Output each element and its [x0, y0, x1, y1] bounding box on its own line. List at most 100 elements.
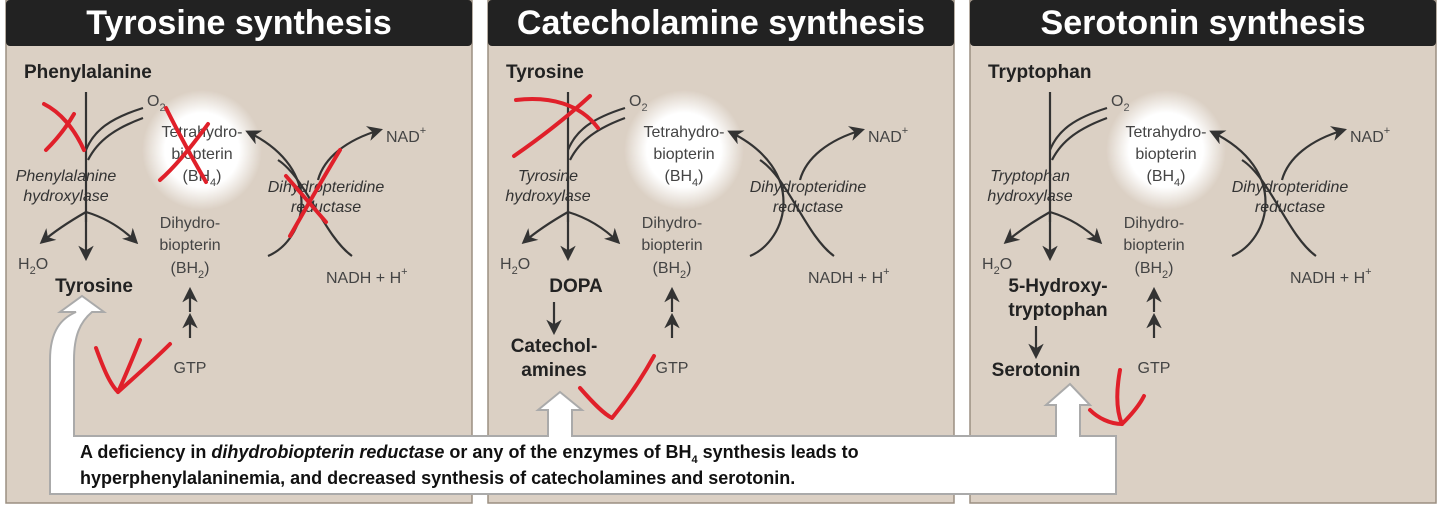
- bh2-arrow: [85, 210, 139, 245]
- bh4-subscript: 4: [692, 177, 698, 189]
- o2-curve-inner: [87, 116, 144, 161]
- enzyme-label-line2: hydroxylase: [23, 188, 108, 205]
- h2o-tail: O: [518, 256, 530, 273]
- nadh-label: NADH + H+: [1290, 266, 1372, 287]
- bh2-to-bh4-arrow: [727, 130, 785, 258]
- bh4-highlight: [1106, 90, 1226, 210]
- bh2-arrow: [1049, 210, 1103, 245]
- footnote-line1-b: or any of the enzymes of BH: [444, 442, 691, 462]
- downstream-label: Catechol-: [511, 336, 598, 357]
- footnote-line1-subscript: 4: [691, 454, 698, 466]
- bh4-close: ): [698, 168, 703, 185]
- nadh-superscript: +: [1365, 266, 1371, 278]
- bh2-close: ): [1168, 260, 1173, 277]
- h2o-arrow: [1003, 211, 1051, 245]
- red-cross-reductase-1a: [284, 174, 328, 224]
- bh4-line2: biopterin: [653, 146, 714, 163]
- enzyme-label-line1: Tyrosine: [518, 168, 578, 185]
- nadh-superscript: +: [401, 266, 407, 278]
- nad-superscript: +: [902, 125, 908, 137]
- bh2-arrow: [567, 210, 621, 245]
- h2o-tail: O: [36, 256, 48, 273]
- red-check-1b: [116, 342, 172, 394]
- callout-box: [49, 294, 1117, 495]
- red-check-2: [578, 354, 656, 420]
- red-cross-bh4-1a: [164, 106, 208, 184]
- h2o-arrow: [521, 211, 569, 245]
- panel-1: Tyrosine synthesisPhenylalanineO2Tetrahy…: [5, 0, 473, 504]
- substrate-label: Tryptophan: [988, 62, 1091, 83]
- nadh-label: NADH + H+: [808, 266, 890, 287]
- bh2-line1: Dihydro-: [160, 215, 220, 232]
- bh2-line1: Dihydro-: [1124, 215, 1184, 232]
- nad-superscript: +: [1384, 125, 1390, 137]
- h2o-subscript: 2: [30, 265, 36, 277]
- red-check-3b: [1088, 408, 1124, 426]
- panel-title-bar: [488, 0, 954, 46]
- h2o-subscript: 2: [994, 265, 1000, 277]
- panel-title-bar: [6, 0, 472, 46]
- substrate-label: Phenylalanine: [24, 62, 152, 83]
- o2-curve-inner: [569, 116, 626, 161]
- nadh-curve: [759, 159, 835, 257]
- downstream-label: Serotonin: [992, 360, 1081, 381]
- product-label: DOPA: [549, 276, 603, 297]
- footnote-line1: A deficiency in dihydrobiopterin reducta…: [80, 442, 859, 466]
- bh4-subscript: 4: [1174, 177, 1180, 189]
- o2-curve-outer: [566, 106, 626, 151]
- bh2-line2: biopterin: [159, 237, 220, 254]
- reductase-label-line1: Dihydropteridine: [750, 179, 867, 196]
- red-cross-enzyme-1a: [42, 102, 86, 152]
- footnote-line1-c: synthesis leads to: [698, 442, 859, 462]
- panel-title-bar: [970, 0, 1436, 46]
- product-label: tryptophan: [1008, 300, 1107, 321]
- substrate-label: Tyrosine: [506, 62, 584, 83]
- bh2-to-bh4-arrow: [245, 130, 303, 258]
- red-cross-bh4-1b: [158, 122, 210, 182]
- enzyme-label-line2: hydroxylase: [987, 188, 1072, 205]
- nadh-superscript: +: [883, 266, 889, 278]
- nad-superscript: +: [420, 125, 426, 137]
- nad-arrow: [798, 126, 865, 181]
- h2o-label: H2O: [982, 256, 1012, 277]
- o2-curve-outer: [84, 106, 144, 151]
- reductase-label-line1: Dihydropteridine: [268, 179, 385, 196]
- bh2-close: ): [686, 260, 691, 277]
- bh4-line1: Tetrahydro-: [1126, 124, 1207, 141]
- product-label: 5-Hydroxy-: [1008, 276, 1107, 297]
- nad-arrow: [1280, 126, 1347, 181]
- h2o-arrow: [39, 211, 87, 245]
- nadh-curve: [1241, 159, 1317, 257]
- product-label: Tyrosine: [55, 276, 133, 297]
- nadh-label: NADH + H+: [326, 266, 408, 287]
- bh2-line2: biopterin: [641, 237, 702, 254]
- bh2-subscript: 2: [1162, 269, 1168, 281]
- footnote-line1-italic: dihydrobiopterin reductase: [211, 442, 444, 462]
- red-cross-enzyme-1b: [44, 112, 76, 152]
- reductase-label-line1: Dihydropteridine: [1232, 179, 1349, 196]
- bh4-highlight: [624, 90, 744, 210]
- bh4-close: ): [216, 168, 221, 185]
- gtp-label: GTP: [1138, 360, 1171, 377]
- bh2-line1: Dihydro-: [642, 215, 702, 232]
- panel-3: Serotonin synthesisTryptophanO2Tetrahydr…: [969, 0, 1437, 504]
- o2-curve-inner: [1051, 116, 1108, 161]
- bh2-to-bh4-arrow: [1209, 130, 1267, 258]
- bh2-subscript: 2: [680, 269, 686, 281]
- nad-label: NAD+: [386, 125, 426, 146]
- bh4-subscript: 4: [210, 177, 216, 189]
- gtp-label: GTP: [174, 360, 207, 377]
- reductase-label-line2: reductase: [1255, 199, 1325, 216]
- panel-title: Tyrosine synthesis: [86, 4, 392, 42]
- nad-label: NAD+: [1350, 125, 1390, 146]
- red-cross-enzyme-2b: [512, 94, 592, 158]
- bh4-line2: biopterin: [1135, 146, 1196, 163]
- bh4-close: ): [1180, 168, 1185, 185]
- h2o-label: H2O: [18, 256, 48, 277]
- red-cross-enzyme-2a: [514, 97, 600, 130]
- o2-curve-outer: [1048, 106, 1108, 151]
- enzyme-label-line2: hydroxylase: [505, 188, 590, 205]
- enzyme-label-line1: Phenylalanine: [16, 168, 117, 185]
- enzyme-label-line1: Tryptophan: [990, 168, 1070, 185]
